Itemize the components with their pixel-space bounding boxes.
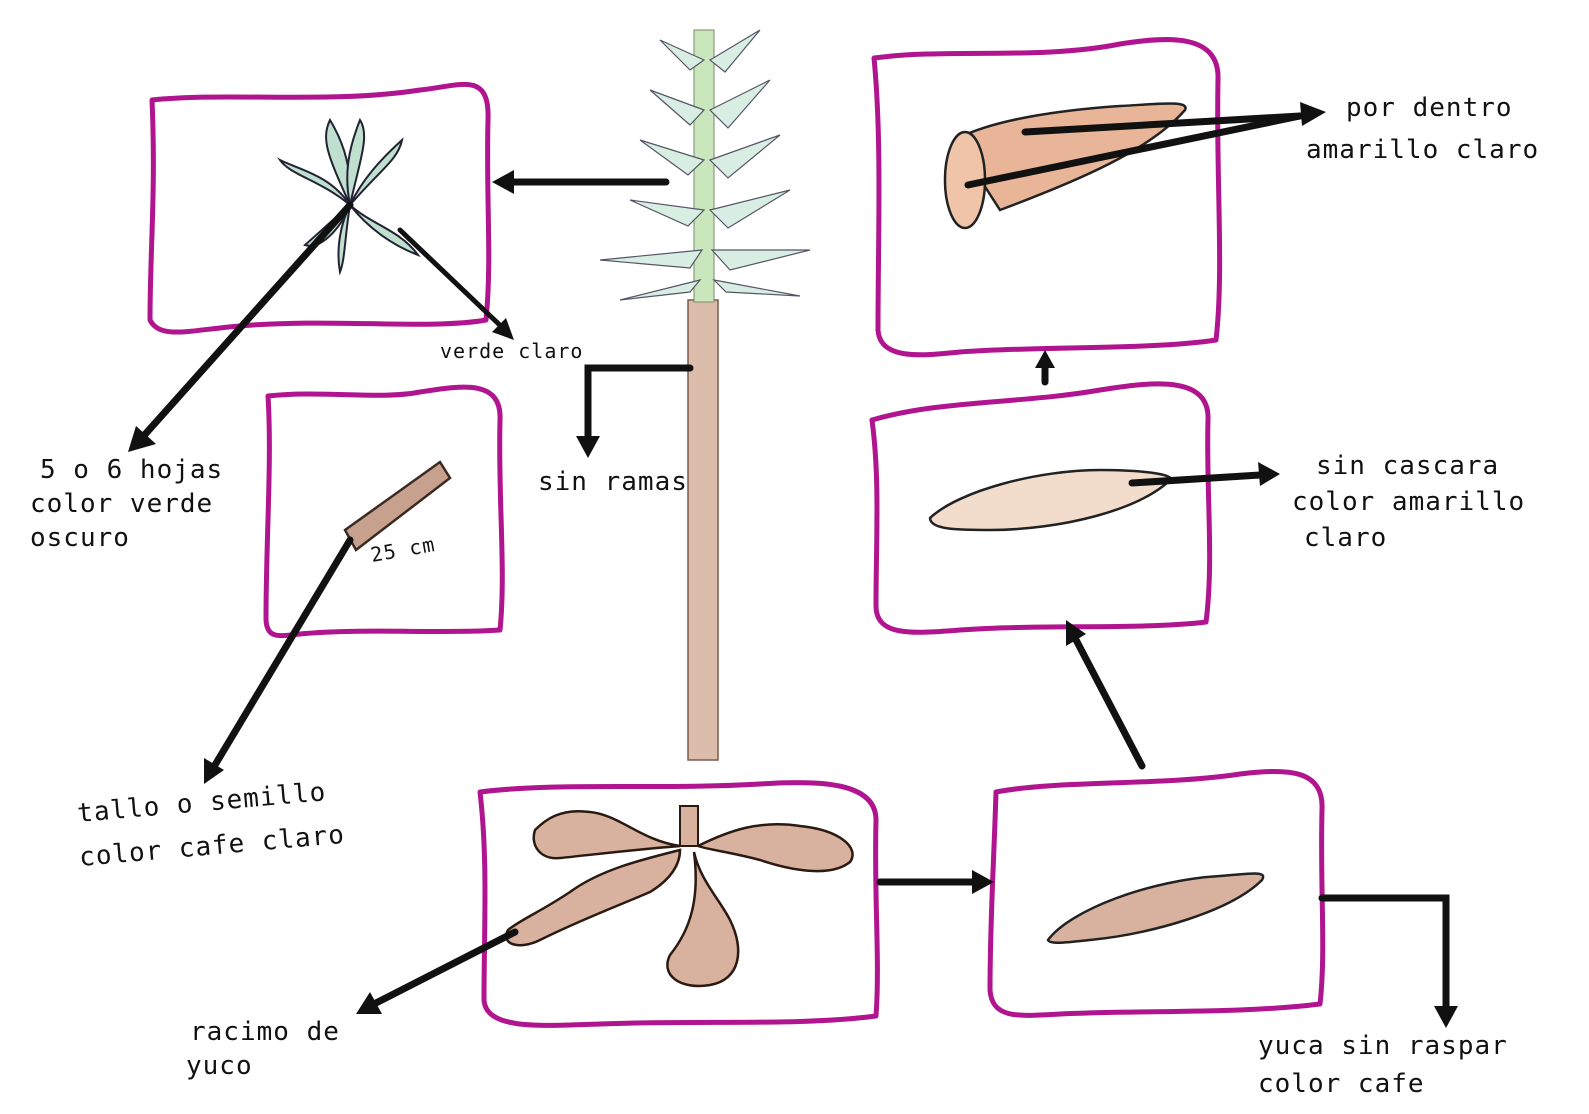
stem-drawing (345, 462, 450, 550)
label-inside-1: por dentro (1346, 93, 1513, 123)
arrows (128, 102, 1458, 1028)
label-stem-length: 25 cm (369, 532, 437, 567)
label-peeled-3: claro (1304, 523, 1387, 553)
label-no-branches: sin ramas (538, 467, 688, 497)
inside-box (874, 40, 1220, 355)
label-peeled-2: color amarillo (1292, 487, 1525, 517)
label-leaves-count-3: oscuro (30, 523, 130, 553)
label-root-cluster-2: yuco (186, 1051, 253, 1081)
leaf-drawing (280, 120, 418, 272)
label-peeled-1: sin cascara (1316, 451, 1499, 481)
cassava-plant (600, 30, 810, 760)
label-inside-2: amarillo claro (1306, 135, 1539, 165)
label-unpeeled-1: yuca sin raspar (1258, 1031, 1508, 1061)
root-cluster-drawing (506, 806, 852, 986)
label-stem-seed-2: color cafe claro (78, 820, 346, 873)
peeled-drawing (930, 470, 1170, 530)
label-unpeeled-2: color cafe (1258, 1069, 1425, 1099)
label-stem-seed-1: tallo o semillo (76, 777, 327, 829)
leaf-box (150, 84, 489, 332)
label-leaves-count-2: color verde (30, 489, 213, 519)
label-leaf-color: verde claro (440, 339, 583, 363)
unpeeled-drawing (1048, 874, 1263, 943)
root-box (480, 783, 877, 1026)
label-leaves-count-1: 5 o 6 hojas (40, 455, 223, 485)
label-root-cluster-1: racimo de (190, 1017, 340, 1047)
